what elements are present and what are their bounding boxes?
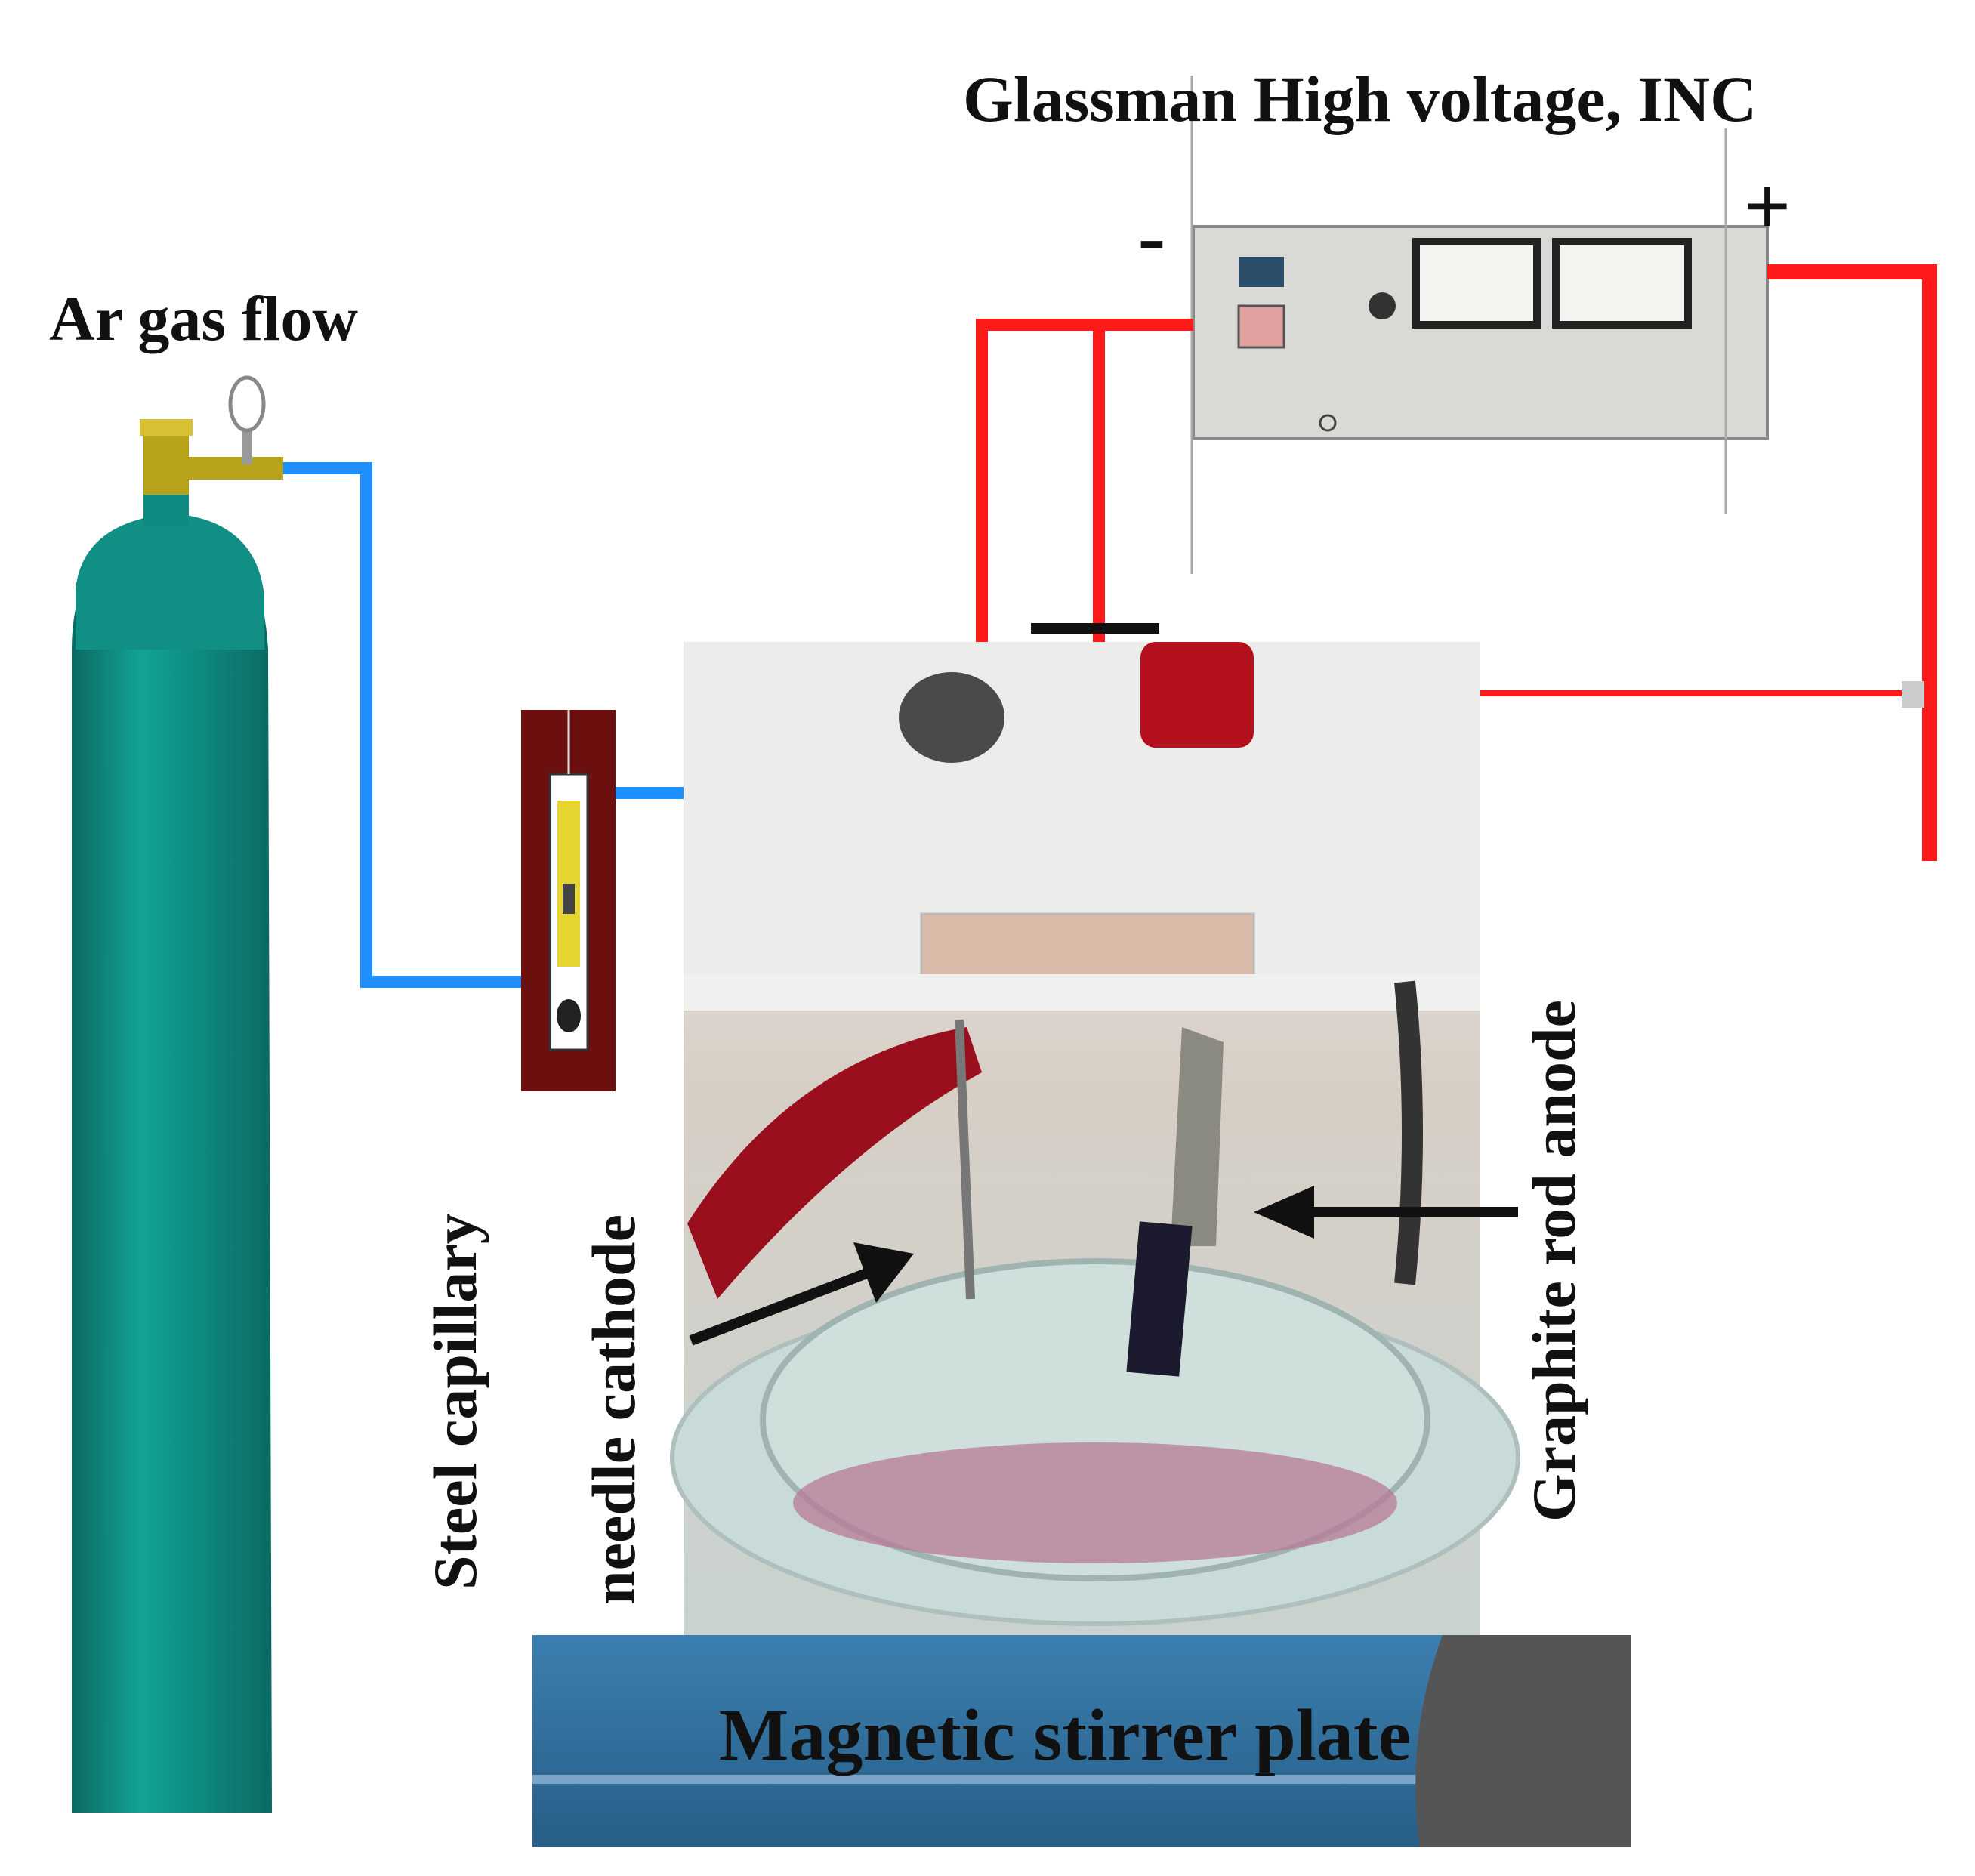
pressure-gauge-icon xyxy=(228,375,266,464)
anode-arrow xyxy=(1254,1186,1518,1239)
stirrer-label: Magnetic stirrer plate xyxy=(719,1695,1411,1776)
positive-wire xyxy=(1767,264,1937,861)
graphite-anode-label: Graphite rod anode xyxy=(1520,1000,1588,1522)
red-alligator-clip xyxy=(687,1027,982,1299)
minus-terminal-label: - xyxy=(1138,190,1166,282)
gas-flow-label: Ar gas flow xyxy=(49,284,358,354)
power-supply-label: Glassman High voltage, INC xyxy=(963,63,1757,135)
steel-capillary-label: Steel capillary xyxy=(421,1213,489,1590)
cylinder-valve xyxy=(140,419,283,495)
cathode-arrow xyxy=(689,1242,914,1346)
magnetic-stirrer-plate xyxy=(532,1635,1631,1847)
high-voltage-power-supply xyxy=(1192,225,1769,440)
wire-junction xyxy=(1902,681,1924,708)
gas-flowmeter xyxy=(521,710,616,1091)
graphite-rod-anode xyxy=(1126,1027,1224,1377)
needle-cathode-label: needle cathode xyxy=(579,1214,648,1605)
reactor-photo xyxy=(670,642,1520,1639)
gas-line-cylinder-to-flowmeter xyxy=(283,462,521,988)
needle-cathode xyxy=(955,1019,975,1300)
argon-gas-cylinder xyxy=(72,483,272,1813)
negative-wire xyxy=(976,319,1193,642)
plus-terminal-label: + xyxy=(1744,160,1791,252)
